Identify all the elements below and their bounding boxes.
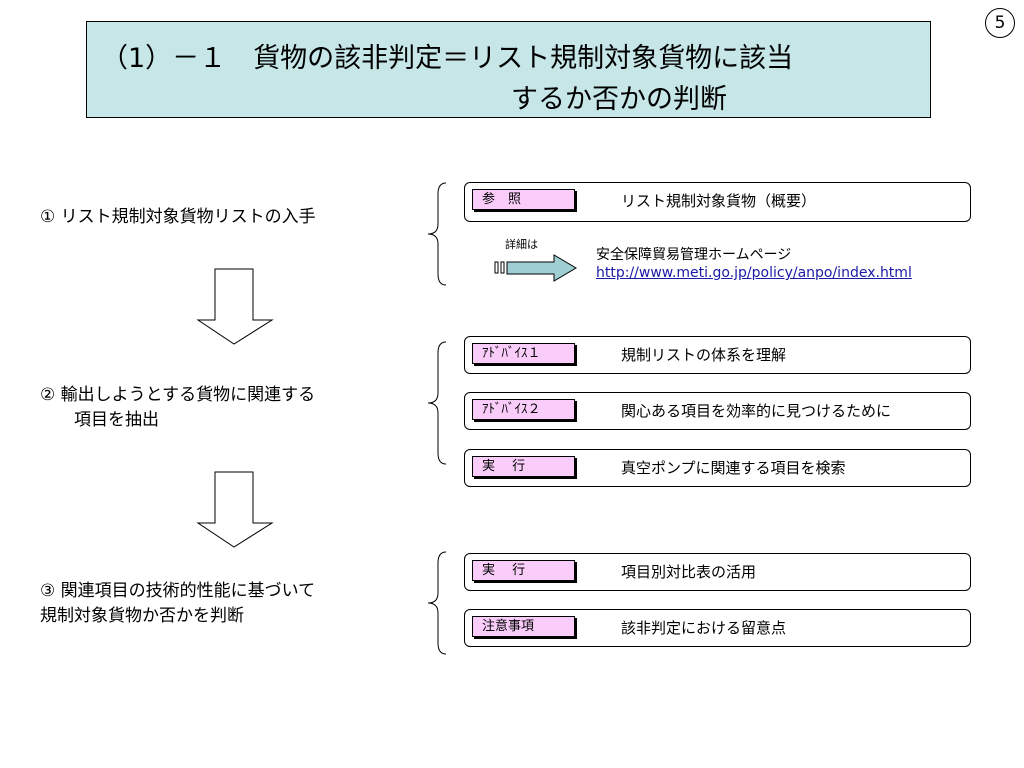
row-execute-1[interactable]: 実 行 真空ポンプに関連する項目を検索: [464, 449, 971, 487]
title-line-1: （1）－１ 貨物の該非判定＝リスト規制対象貨物に該当: [101, 43, 794, 74]
detail-label: 詳細は: [505, 238, 538, 251]
row-advice-2[interactable]: ｱﾄﾞﾊﾞｲｽ２ 関心ある項目を効率的に見つけるために: [464, 392, 971, 430]
tag-execute: 実 行: [472, 456, 575, 477]
brace-icon: [427, 341, 447, 465]
row-caution[interactable]: 注意事項 該非判定における留意点: [464, 609, 971, 647]
step-2-line-2: 項目を抽出: [74, 410, 159, 430]
right-arrow-icon: [494, 254, 577, 282]
row-text: 関心ある項目を効率的に見つけるために: [621, 402, 892, 420]
row-text: 規制リストの体系を理解: [621, 346, 787, 364]
tag-execute: 実 行: [472, 560, 575, 581]
step-1-text: ① リスト規制対象貨物リストの入手: [40, 207, 316, 227]
row-execute-2[interactable]: 実 行 項目別対比表の活用: [464, 553, 971, 591]
step-3: ③ 関連項目の技術的性能に基づいて 規制対象貨物か否かを判断: [40, 579, 315, 629]
row-text: リスト規制対象貨物（概要）: [621, 192, 817, 210]
site-name: 安全保障貿易管理ホームページ: [596, 247, 792, 263]
row-reference[interactable]: 参 照 リスト規制対象貨物（概要）: [464, 182, 971, 222]
tag-reference: 参 照: [472, 189, 575, 210]
tag-advice-2: ｱﾄﾞﾊﾞｲｽ２: [472, 399, 575, 420]
step-1: ① リスト規制対象貨物リストの入手: [40, 205, 316, 230]
down-arrow-icon: [196, 268, 274, 345]
row-text: 項目別対比表の活用: [621, 563, 757, 581]
tag-advice-1: ｱﾄﾞﾊﾞｲｽ１: [472, 343, 575, 364]
step-3-line-2: 規制対象貨物か否かを判断: [40, 606, 244, 626]
title-box: （1）－１ 貨物の該非判定＝リスト規制対象貨物に該当 するか否かの判断: [86, 21, 931, 118]
tag-caution: 注意事項: [472, 616, 575, 637]
row-text: 該非判定における留意点: [621, 619, 787, 637]
row-advice-1[interactable]: ｱﾄﾞﾊﾞｲｽ１ 規制リストの体系を理解: [464, 336, 971, 374]
site-link[interactable]: http://www.meti.go.jp/policy/anpo/index.…: [596, 265, 912, 281]
row-text: 真空ポンプに関連する項目を検索: [621, 459, 846, 477]
brace-icon: [427, 551, 447, 655]
step-2-line-1: ② 輸出しようとする貨物に関連する: [40, 385, 316, 405]
title-line-2: するか否かの判断: [511, 84, 727, 115]
down-arrow-icon: [196, 471, 274, 548]
brace-icon: [427, 182, 447, 286]
page-number: 5: [985, 8, 1015, 38]
step-2: ② 輸出しようとする貨物に関連する 項目を抽出: [40, 383, 315, 433]
step-3-line-1: ③ 関連項目の技術的性能に基づいて: [40, 581, 316, 601]
